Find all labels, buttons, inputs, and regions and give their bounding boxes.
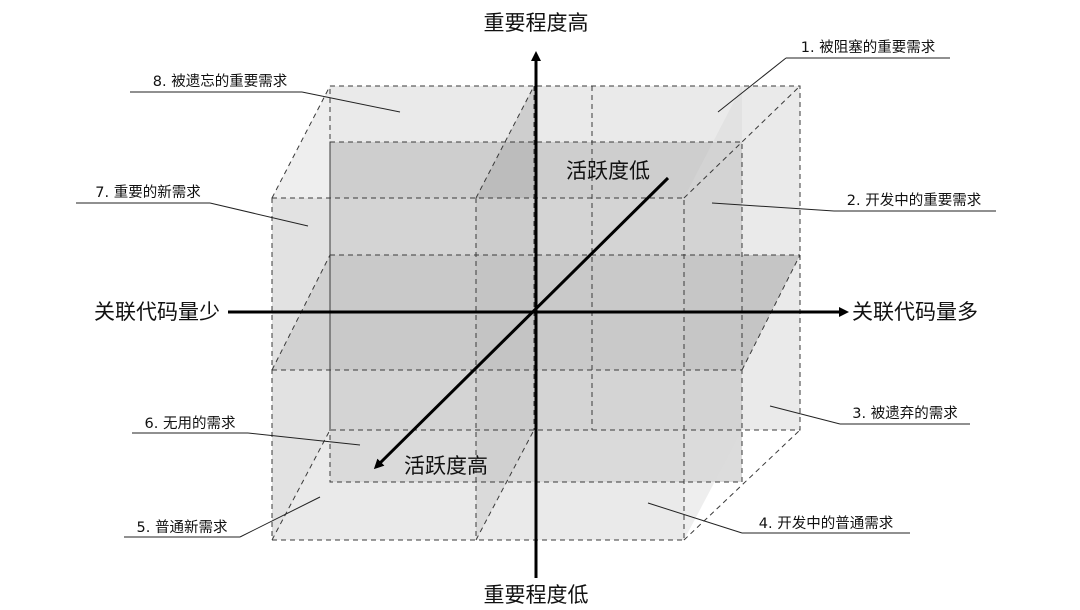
depth-axis (373, 176, 670, 470)
region-label-8: 8. 被遗忘的重要需求 (130, 73, 401, 113)
axis-label-activity-high: 活跃度高 (404, 454, 488, 478)
axis-labels: 重要程度高 重要程度低 关联代码量少 关联代码量多 活跃度低 活跃度高 (94, 11, 978, 607)
region-label-text: 1. 被阻塞的重要需求 (801, 38, 936, 56)
region-label-text: 2. 开发中的重要需求 (847, 192, 982, 209)
region-label-2: 2. 开发中的重要需求 (711, 192, 996, 212)
axis-label-importance-low: 重要程度低 (484, 583, 589, 607)
region-label-3: 3. 被遗弃的需求 (769, 405, 970, 425)
region-label-text: 3. 被遗弃的需求 (852, 405, 958, 422)
region-label-text: 8. 被遗忘的重要需求 (153, 73, 288, 90)
region-label-text: 4. 开发中的普通需求 (759, 515, 894, 532)
region-label-text: 5. 普通新需求 (137, 519, 228, 536)
cube-front-face (272, 198, 684, 540)
region-label-7: 7. 重要的新需求 (76, 184, 309, 227)
region-label-5: 5. 普通新需求 (124, 496, 321, 538)
axis-label-code-less: 关联代码量少 (94, 300, 220, 324)
region-label-text: 7. 重要的新需求 (95, 184, 201, 201)
region-label-4: 4. 开发中的普通需求 (647, 502, 910, 534)
region-labels: 1. 被阻塞的重要需求 2. 开发中的重要需求 3. 被遗弃的需求 4. 开发中… (76, 38, 996, 538)
region-label-text: 6. 无用的需求 (145, 415, 236, 432)
region-label-6: 6. 无用的需求 (132, 415, 361, 446)
axis-label-importance-high: 重要程度高 (484, 11, 589, 35)
axes (228, 51, 849, 578)
region-label-1: 1. 被阻塞的重要需求 (717, 38, 950, 113)
axis-label-activity-low: 活跃度低 (566, 159, 650, 183)
axis-label-code-more: 关联代码量多 (852, 300, 978, 324)
